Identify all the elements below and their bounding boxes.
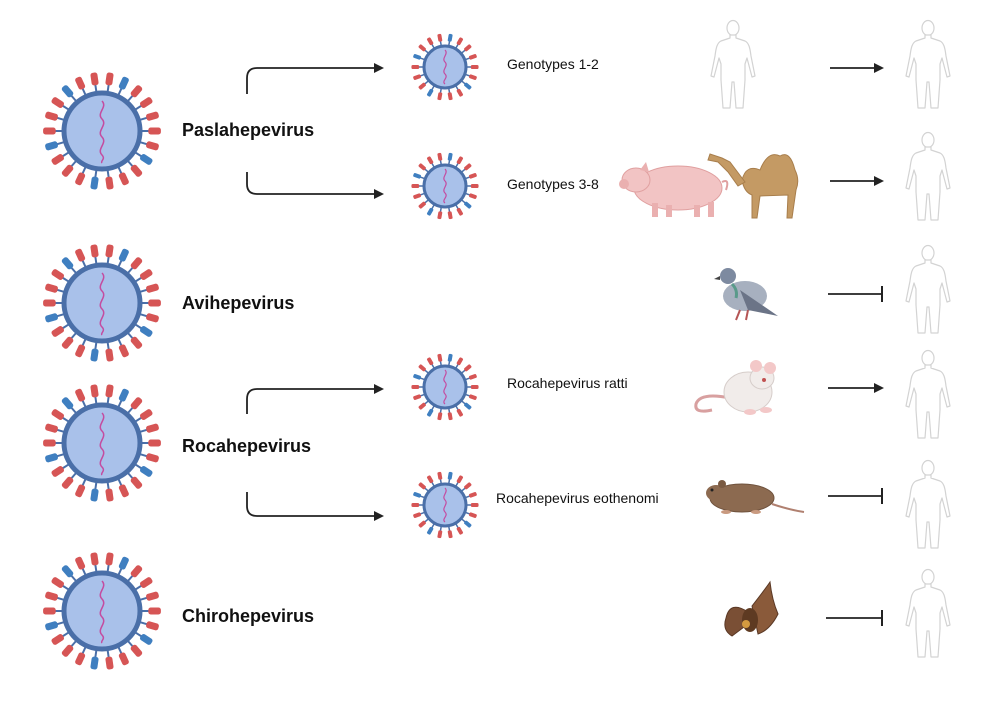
human-icon [905, 459, 951, 549]
pigeon-icon [714, 268, 778, 321]
branch-arrow-genotypes-3-8 [246, 172, 384, 199]
blocked-connector-rocahepevirus-eothenomi [828, 488, 883, 504]
branch-label-rocahepevirus-ratti: Rocahepevirus ratti [507, 375, 628, 391]
human-icon [905, 349, 951, 439]
genus-label-paslahepevirus: Paslahepevirus [182, 120, 315, 140]
blocked-connector-chirohepevirus [826, 610, 883, 626]
human-icon [905, 19, 951, 109]
genus-label-avihepevirus: Avihepevirus [182, 293, 295, 313]
rocahepevirus-ratti-virion-icon [409, 352, 481, 422]
bat-icon [724, 580, 779, 637]
genus-label-chirohepevirus: Chirohepevirus [182, 606, 315, 626]
chirohepevirus-virion-icon [43, 552, 161, 670]
genotypes-1-2-virion-icon [409, 32, 481, 102]
human-icon [905, 131, 951, 221]
genus-label-rocahepevirus: Rocahepevirus [182, 436, 312, 456]
branch-label-genotypes-3-8: Genotypes 3-8 [507, 176, 599, 192]
human-icon [905, 244, 951, 334]
human-icon [905, 568, 951, 658]
rocahepevirus-eothenomi-virion-icon [409, 470, 481, 540]
camel-icon [707, 153, 799, 219]
human-host-icon [710, 19, 756, 109]
branch-label-genotypes-1-2: Genotypes 1-2 [507, 56, 599, 72]
avihepevirus-virion-icon [43, 244, 161, 362]
genotypes-3-8-virion-icon [409, 151, 481, 221]
blocked-connector-avihepevirus [828, 286, 883, 302]
paslahepevirus-virion-icon [43, 72, 161, 190]
branch-label-rocahepevirus-eothenomi: Rocahepevirus eothenomi [496, 490, 659, 506]
pig-camel-icon [619, 153, 799, 219]
rocahepevirus-virion-icon [43, 384, 161, 502]
pig-icon [619, 162, 729, 217]
vole-icon [706, 480, 805, 514]
rat-icon [694, 360, 776, 415]
branch-arrow-rocahepevirus-eothenomi [246, 492, 384, 521]
branch-arrow-genotypes-1-2 [246, 63, 384, 94]
branch-arrow-rocahepevirus-ratti [246, 384, 384, 414]
